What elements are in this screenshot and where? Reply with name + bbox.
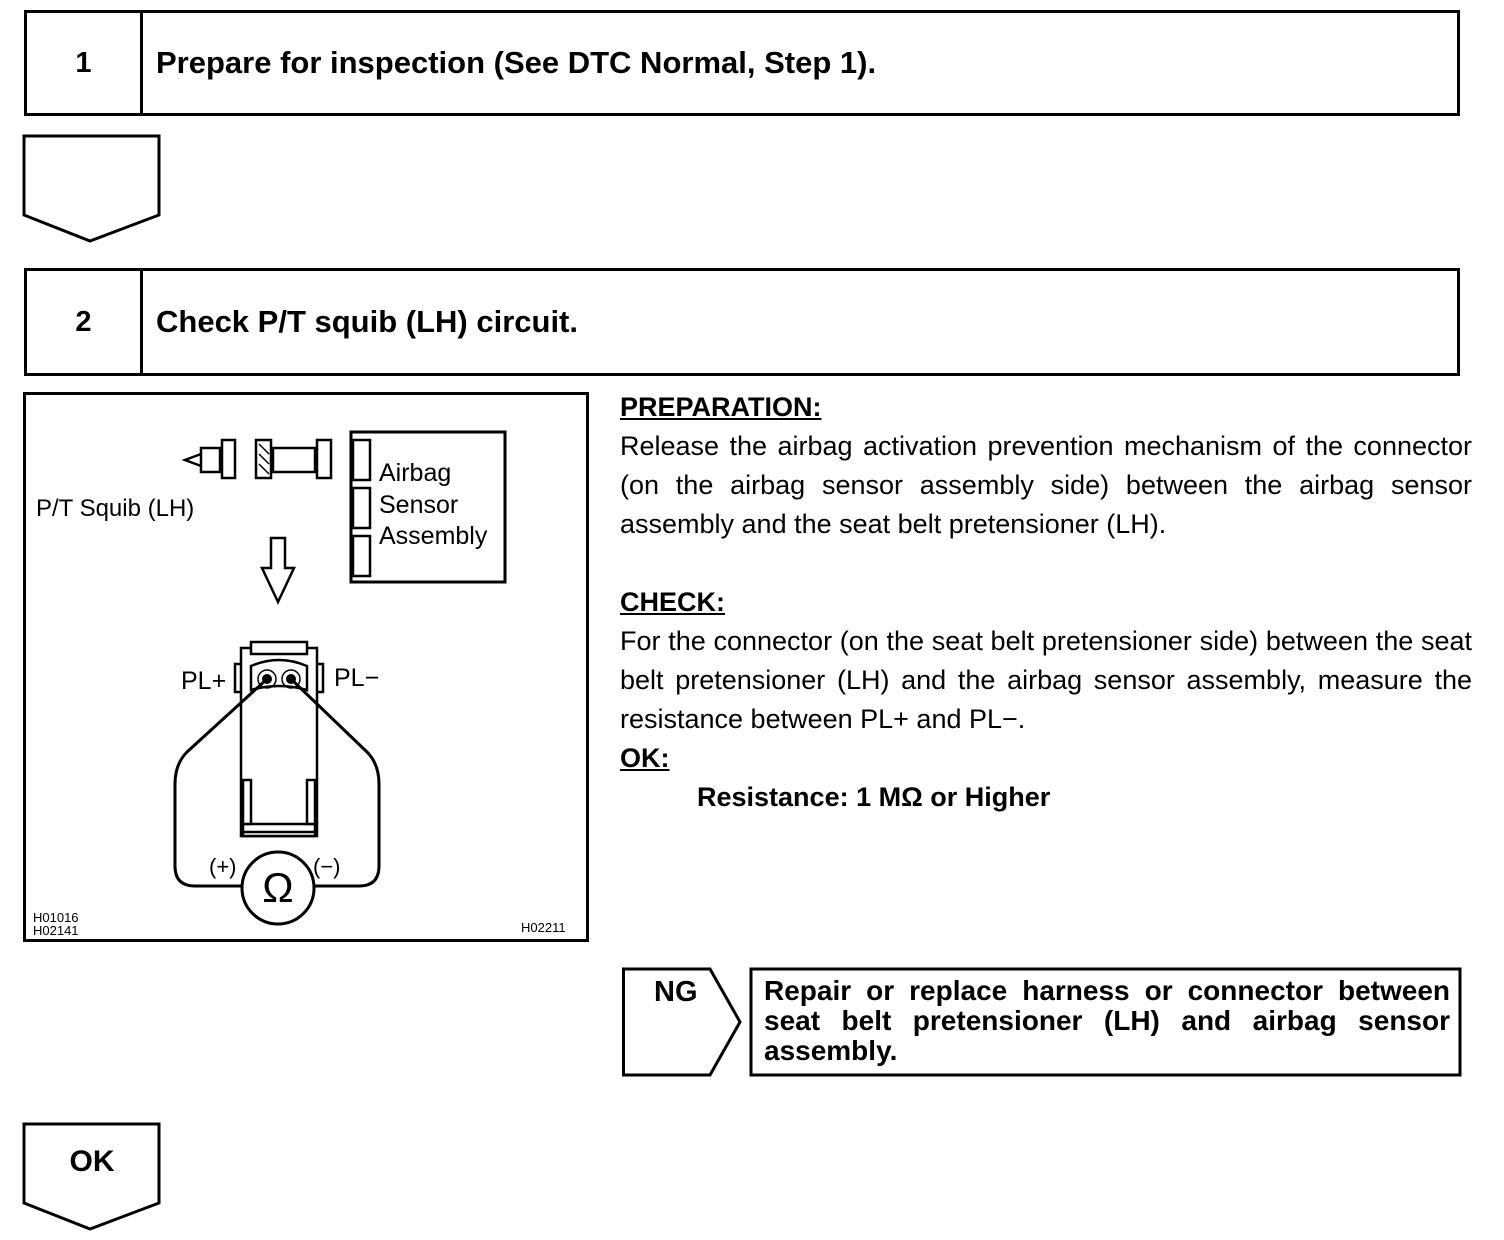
connector-diagram: Airbag Sensor Assembly P/T Squib (LH) PL… [23, 392, 589, 942]
ok-spec-value: Resistance: 1 MΩ or Higher [697, 782, 1051, 812]
pl-plus-label: PL+ [181, 667, 226, 695]
ng-action-text: Repair or replace harness or connector b… [764, 975, 1450, 1066]
ok-arrow-icon [22, 1122, 161, 1231]
figure-code-2: H02141 [33, 923, 79, 938]
ohmmeter-icon [240, 850, 316, 926]
figure-code-1: H01016 [33, 910, 79, 925]
probe-lead-minus [289, 677, 381, 888]
ng-label: NG [654, 976, 698, 1008]
step-1-number: 1 [27, 13, 143, 113]
airbag-sensor-box-icon [349, 430, 507, 584]
sensor-label-line1: Airbag [379, 459, 451, 487]
check-text: For the connector (on the seat belt pret… [620, 626, 1472, 734]
ok-heading: OK: [620, 743, 670, 773]
probe-plus-label: (+) [209, 854, 237, 879]
step-2-header: 2 Check P/T squib (LH) circuit. [24, 268, 1460, 376]
figure-code-3: H02211 [521, 920, 566, 935]
preparation-heading: PREPARATION: [620, 392, 822, 422]
instruction-text: PREPARATION: Release the airbag activati… [620, 388, 1472, 817]
ok-arrow-label: OK [69, 1145, 115, 1178]
sensor-label-line2: Sensor [379, 491, 458, 519]
step-1-header: 1 Prepare for inspection (See DTC Normal… [24, 10, 1460, 116]
preparation-text: Release the airbag activation prevention… [620, 431, 1472, 539]
down-arrow-icon [22, 134, 161, 243]
squib-connector-icon [181, 438, 333, 480]
probe-minus-label: (−) [313, 854, 341, 879]
sensor-label-line3: Assembly [379, 522, 488, 550]
squib-label: P/T Squib (LH) [36, 495, 194, 522]
step-1-title: Prepare for inspection (See DTC Normal, … [156, 45, 877, 80]
ng-result-block [622, 967, 1462, 1077]
hollow-down-arrow-icon [260, 536, 296, 605]
pretensioner-connector-icon [233, 640, 325, 838]
step-2-title: Check P/T squib (LH) circuit. [156, 304, 578, 339]
step-2-number: 2 [27, 271, 143, 373]
ng-arrow-icon [622, 967, 742, 1077]
pl-minus-label: PL− [334, 664, 379, 692]
ohm-symbol: Ω [262, 864, 293, 911]
probe-lead-plus [173, 677, 269, 888]
check-heading: CHECK: [620, 587, 725, 617]
